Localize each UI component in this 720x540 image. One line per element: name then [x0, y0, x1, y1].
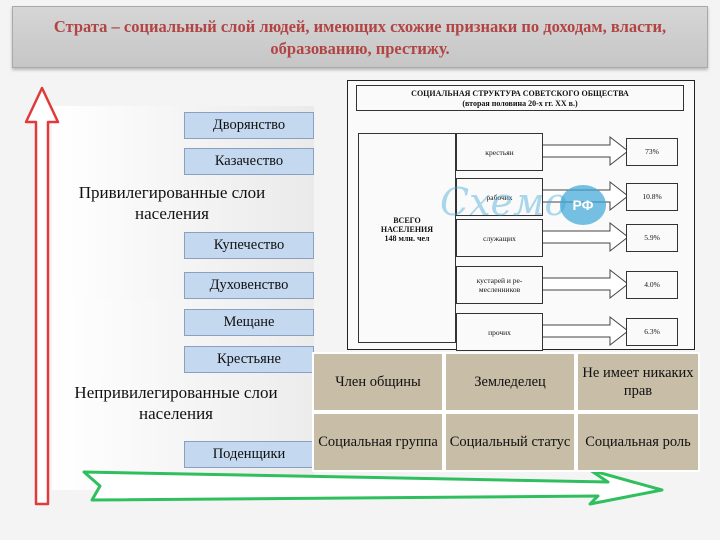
rank-townsfolk: Мещане: [184, 309, 314, 336]
scan-pct-others: 6.3%: [626, 318, 678, 346]
scan-row-employees: служащих: [456, 219, 543, 257]
scan-total-box: ВСЕГО НАСЕЛЕНИЯ 148 млн. чел: [358, 133, 456, 343]
scan-subheading: (вторая половина 20-х гг. XX в.): [462, 99, 578, 108]
scan-total-line3: 148 млн. чел: [384, 234, 430, 243]
cell-farmer: Земледелец: [444, 352, 576, 412]
cell-social-role: Социальная роль: [576, 412, 700, 472]
title-banner: Страта – социальный слой людей, имеющих …: [12, 6, 708, 68]
scan-pct-peasants: 73%: [626, 138, 678, 166]
unprivileged-label: Непривилегированные слои населения: [74, 383, 278, 423]
rank-clergy: Духовенство: [184, 272, 314, 299]
scan-row-others: прочих: [456, 313, 543, 351]
cell-no-rights: Не имеет никаких прав: [576, 352, 700, 412]
rank-merchants: Купечество: [184, 232, 314, 259]
cell-community-member: Член общины: [312, 352, 444, 412]
scan-heading: СОЦИАЛЬНАЯ СТРУКТУРА СОВЕТСКОГО ОБЩЕСТВА: [411, 89, 629, 98]
scan-row-artisans: кустарей и ре-месленников: [456, 266, 543, 304]
scan-pct-employees: 5.9%: [626, 224, 678, 252]
cell-social-status: Социальный статус: [444, 412, 576, 472]
scan-row-peasants: крестьян: [456, 133, 543, 171]
rank-daylaborers: Поденщики: [184, 441, 314, 468]
vertical-hierarchy-arrow: [24, 86, 60, 506]
scan-total-line1: ВСЕГО: [393, 216, 421, 225]
rank-cossacks: Казачество: [184, 148, 314, 175]
rank-peasants: Крестьяне: [184, 346, 314, 373]
scan-pct-workers: 10.8%: [626, 183, 678, 211]
cell-social-group: Социальная группа: [312, 412, 444, 472]
scan-heading-box: СОЦИАЛЬНАЯ СТРУКТУРА СОВЕТСКОГО ОБЩЕСТВА…: [356, 85, 684, 111]
slide-title: Страта – социальный слой людей, имеющих …: [53, 17, 667, 58]
watermark-badge: РФ: [560, 185, 606, 225]
scan-row-workers: рабочих: [456, 178, 543, 216]
scan-pct-artisans: 4.0%: [626, 271, 678, 299]
soviet-structure-scan: СОЦИАЛЬНАЯ СТРУКТУРА СОВЕТСКОГО ОБЩЕСТВА…: [347, 80, 695, 351]
rank-nobility: Дворянство: [184, 112, 314, 139]
privileged-label: Привилегированные слои населения: [78, 183, 266, 223]
watermark-logo-text: Схемо: [440, 180, 568, 224]
scan-total-line2: НАСЕЛЕНИЯ: [380, 225, 434, 234]
horizontal-base-arrow: [82, 468, 664, 506]
